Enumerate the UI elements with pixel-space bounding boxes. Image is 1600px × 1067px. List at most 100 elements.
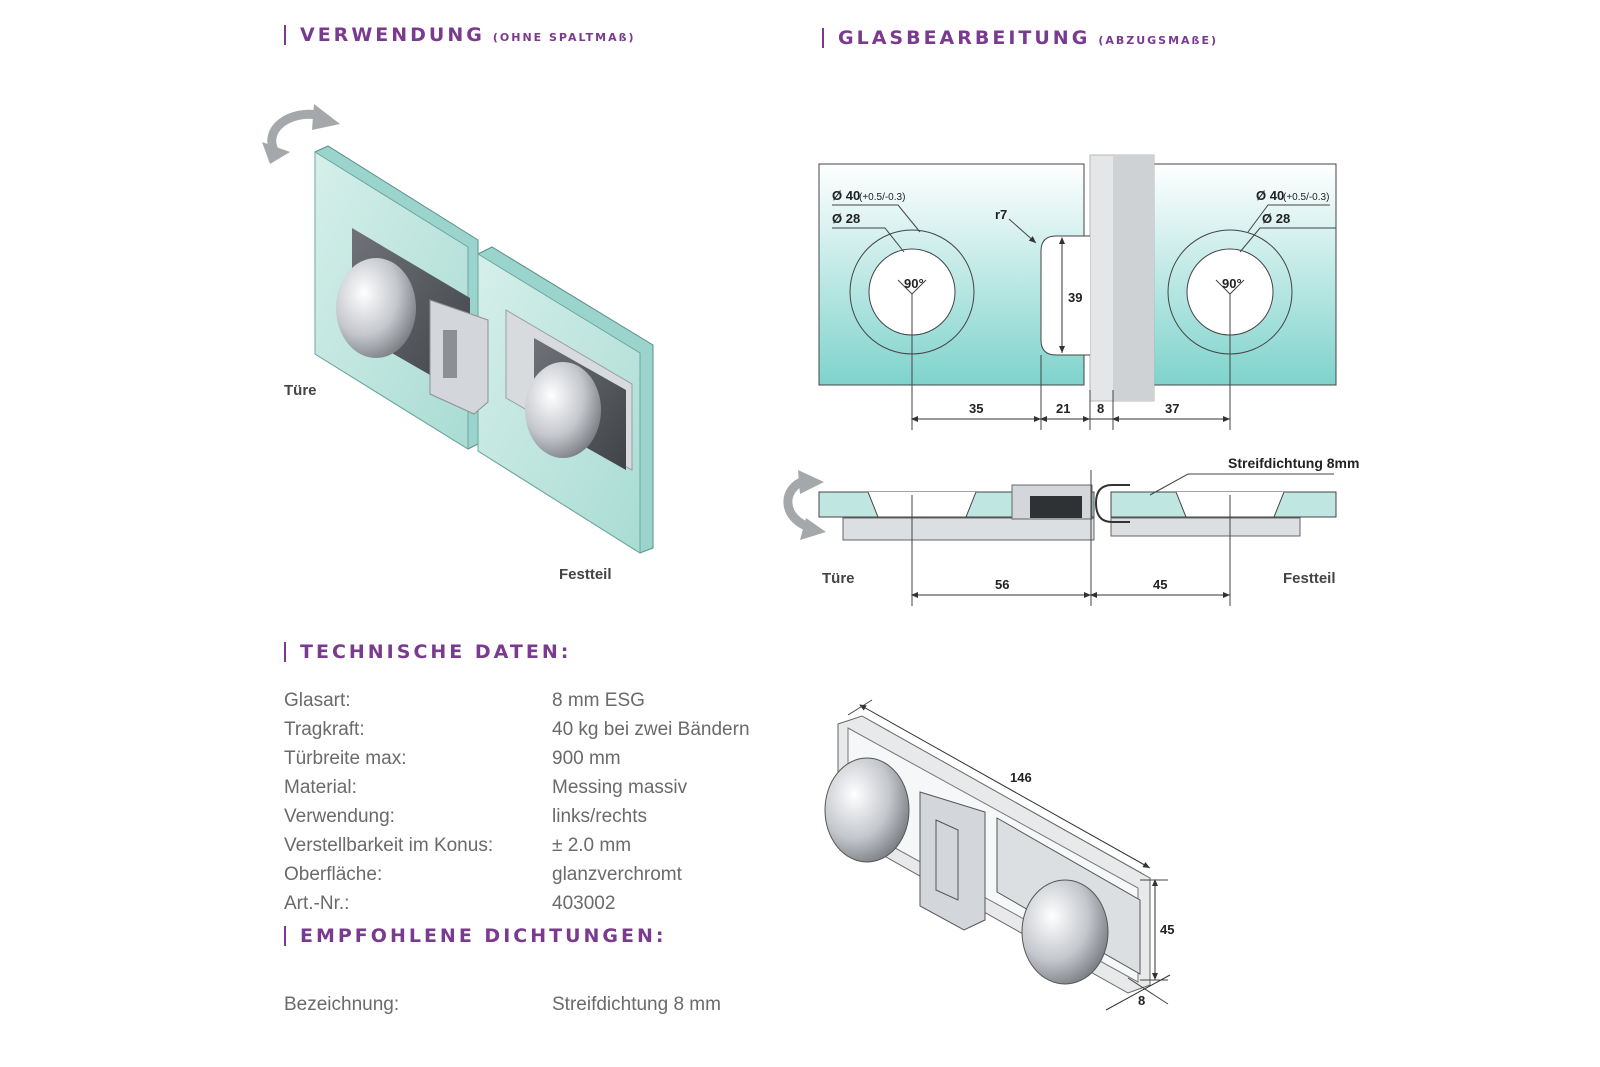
seal-row: Bezeichnung: Streifdichtung 8 mm [284,994,804,1023]
rotate-arrow-head-bottom [262,142,290,164]
label-tuere-section: Türe [822,570,855,587]
spec-row: Art.-Nr.: 403002 [284,893,804,922]
chrome-cap-right [525,362,601,458]
heading-glas-title: GLASBEARBEITUNG [838,27,1091,49]
section-gasket-block [1030,496,1082,518]
angle-label-left: 90° [904,276,924,291]
dim-ext-8-iso [1127,977,1169,1005]
leader-streif [1149,473,1334,496]
hinge-knuckle-slot [443,330,457,378]
spec-value: 900 mm [552,748,621,769]
heading-technische-daten: TECHNISCHE DATEN: [284,641,571,663]
spec-table: Glasart: 8 mm ESG Tragkraft: 40 kg bei zwe… [284,690,804,922]
heading-bar [284,642,286,662]
spec-row: Glasart: 8 mm ESG [284,690,804,719]
heading-verwendung: VERWENDUNG (OHNE SPALTMAß) [284,24,636,46]
hinge-knuckle-iso [919,791,986,931]
ext-lines-section [911,495,1231,606]
dim-56: 56 [995,577,1009,592]
dim-45-iso: 45 [1160,922,1174,937]
label-streifdichtung: Streifdichtung 8mm [1228,455,1359,471]
dim-line-146 [859,704,1151,869]
spec-key: Art.-Nr.: [284,893,350,914]
dim-8-iso: 8 [1138,993,1145,1008]
dim-d40-right: Ø 40 [1256,188,1284,203]
angle-label-right: 90° [1222,276,1242,291]
dim-21: 21 [1056,401,1070,416]
angle-mark-left [897,279,927,338]
section-seal-profile [1094,484,1130,523]
seal-value: Streifdichtung 8 mm [552,994,721,1015]
heading-verwendung-title: VERWENDUNG [300,24,485,46]
spec-key: Türbreite max: [284,748,407,769]
spec-value: ± 2.0 mm [552,835,632,856]
heading-glasbearbeitung: GLASBEARBEITUNG (ABZUGSMAßE) [822,27,1218,49]
spec-row: Verwendung: links/rechts [284,806,804,835]
dim-tol-right: (+0.5/-0.3) [1283,192,1329,203]
rotate-arrow-head-top [312,104,340,130]
dim-39: 39 [1068,290,1082,305]
heading-bar [822,28,824,48]
spec-value: links/rechts [552,806,648,827]
rotate-arrow-section-head-bottom [800,518,826,540]
heading-tech-title: TECHNISCHE DATEN: [300,641,572,663]
dim-tol-left: (+0.5/-0.3) [859,192,905,203]
dim-r7: r7 [995,207,1007,222]
dim-d28-left: Ø 28 [832,211,860,226]
chrome-cap-left [336,258,416,358]
leader-r7 [1008,218,1037,244]
ext-lines-top [911,338,1231,430]
spec-row: Material: Messing massiv [284,777,804,806]
rotate-arrow-icon [267,109,327,157]
spec-key: Verstellbarkeit im Konus: [284,835,494,856]
heading-verwendung-sub: (OHNE SPALTMAß) [492,31,636,44]
seal-table: Bezeichnung: Streifdichtung 8 mm [284,994,804,1023]
dim-35: 35 [969,401,983,416]
rotate-arrow-section-icon [783,475,817,533]
leader-d40-left [832,204,921,233]
hinge-cap-right [1021,879,1109,985]
leader-d28-left [832,227,905,253]
iso-glass-drawing [262,104,654,554]
label-festteil-iso: Festteil [559,566,612,583]
spec-value: 40 kg bei zwei Bändern [552,719,750,740]
spec-key: Oberfläche: [284,864,383,885]
spec-row: Türbreite max: 900 mm [284,748,804,777]
section-view-drawing: Streifdichtung 8mm 56 45 [783,455,1359,606]
heading-bar [284,25,286,45]
spec-key: Verwendung: [284,806,395,827]
cutout-notch [1040,235,1090,356]
hinge-iso-drawing: 146 45 8 [824,699,1174,1011]
dim-line-8-iso [1105,974,1171,1011]
leader-d40-right [1247,204,1330,233]
glass-processing-drawing: 90° 90° Ø 40 (+0.5/-0.3) Ø 28 Ø 40 (+0.5… [818,154,1337,430]
section-recess-left [867,491,977,518]
spec-value: 8 mm ESG [552,690,645,711]
spec-row: Oberfläche: glanzverchromt [284,864,804,893]
label-festteil-section: Festteil [1283,570,1336,587]
spec-key: Glasart: [284,690,351,711]
angle-mark-right [1215,279,1245,338]
dim-8: 8 [1097,401,1104,416]
spec-value: glanzverchromt [552,864,682,885]
hinge-cap-left [824,757,910,863]
hinge-knuckle [429,299,489,415]
hinge-profile-inner [1113,155,1154,401]
heading-glas-sub: (ABZUGSMAßE) [1098,34,1219,47]
dim-45-section: 45 [1153,577,1167,592]
spec-value: 403002 [552,893,616,914]
dim-37: 37 [1165,401,1179,416]
spec-value: Messing massiv [552,777,688,798]
dim-146: 146 [1010,770,1032,785]
dim-d28-right: Ø 28 [1262,211,1290,226]
spec-key: Material: [284,777,357,798]
label-tuere-iso: Türe [284,382,317,399]
leader-d28-right [1239,227,1336,253]
heading-empfohlene-dichtungen: EMPFOHLENE DICHTUNGEN: [284,925,666,947]
seal-key: Bezeichnung: [284,994,400,1015]
spec-key: Tragkraft: [284,719,365,740]
dim-ext-146-a [847,699,873,716]
section-bottom-plate [842,517,1301,541]
heading-dicht-title: EMPFOHLENE DICHTUNGEN: [300,925,667,947]
